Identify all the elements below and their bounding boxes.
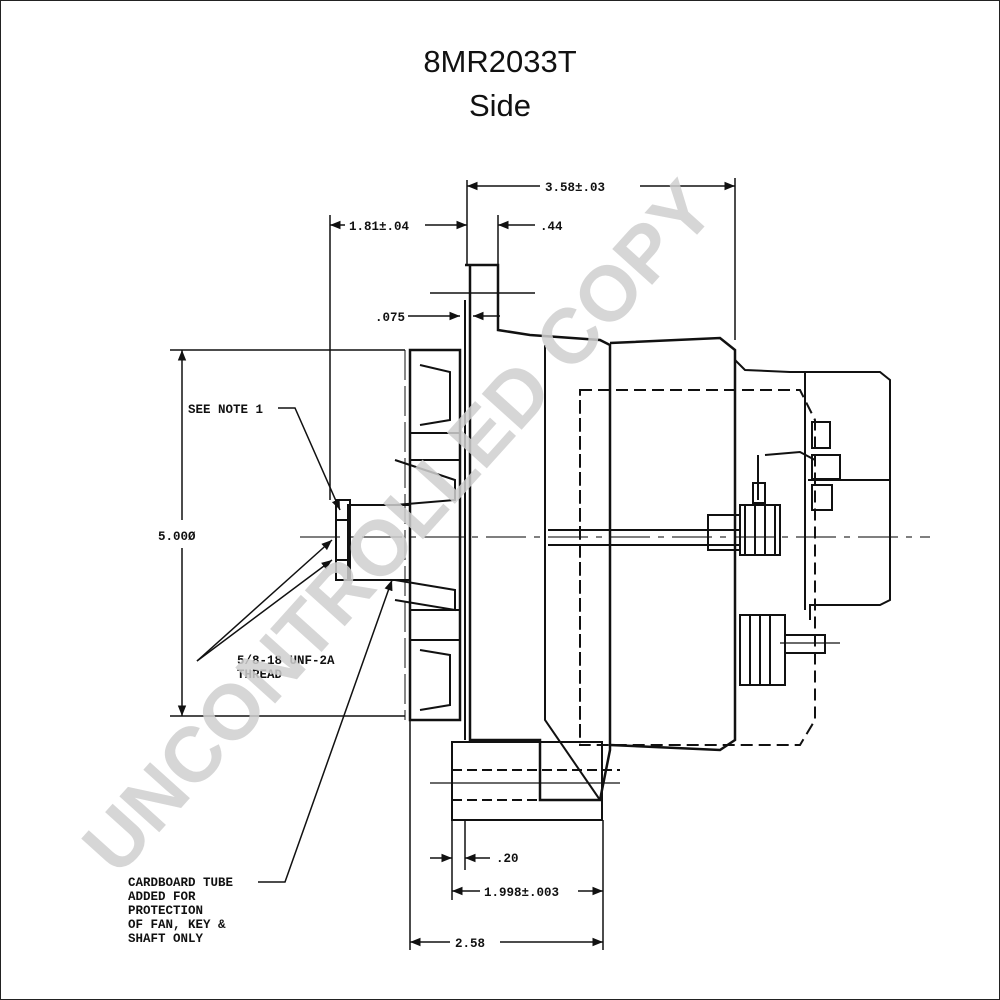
note-cardboard-4: OF FAN, KEY & (128, 918, 226, 932)
dimension-labels: 3.58±.03 1.81±.04 .44 .075 5.00Ø .20 1.9… (128, 181, 605, 951)
drawing-title: 8MR2033T (423, 44, 577, 79)
alternator-outline (335, 263, 891, 821)
uncontrolled-copy-watermark: UNCONTROLLED COPY (65, 164, 731, 889)
dim-mount-length: 1.998±.003 (484, 886, 559, 900)
dim-gap-20: .20 (496, 852, 519, 866)
dim-gap-075: .075 (375, 311, 405, 325)
note-cardboard-5: SHAFT ONLY (128, 932, 204, 946)
drawing-subtitle: Side (468, 88, 532, 123)
dim-gap-44: .44 (540, 220, 563, 234)
note-cardboard-2: ADDED FOR (128, 890, 196, 904)
note-thread-2: THREAD (237, 668, 283, 682)
dim-diameter: 5.00Ø (158, 530, 196, 544)
note-cardboard-1: CARDBOARD TUBE (128, 876, 233, 890)
dim-overall-length: 3.58±.03 (545, 181, 605, 195)
dimension-lines (170, 178, 736, 950)
note-thread-1: 5/8-18 UNF-2A (237, 654, 335, 668)
note-see-note-1: SEE NOTE 1 (188, 403, 263, 417)
note-cardboard-3: PROTECTION (128, 904, 203, 918)
dim-base-length: 2.58 (455, 937, 485, 951)
dim-front-offset: 1.81±.04 (349, 220, 410, 234)
